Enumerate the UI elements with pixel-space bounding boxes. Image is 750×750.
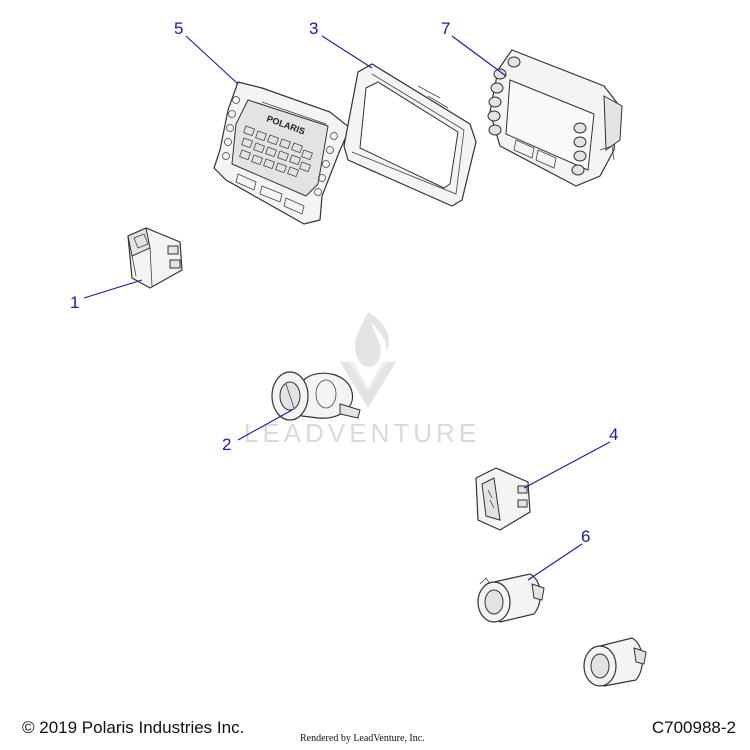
callout-6: 6: [581, 527, 590, 546]
callout-5: 5: [174, 19, 183, 38]
callouts: 5 3 7 1 2 4 6: [70, 19, 618, 546]
copyright-text: © 2019 Polaris Industries Inc.: [22, 718, 245, 737]
diagram-part-number: C700988-2: [651, 718, 736, 737]
watermark-text: LEADVENTURE: [244, 418, 480, 448]
rendered-by-text: Rendered by LeadVenture, Inc.: [300, 733, 425, 744]
leader-6: [527, 543, 583, 581]
callout-4: 4: [609, 425, 618, 444]
leader-7: [451, 35, 507, 77]
callout-2: 2: [222, 435, 231, 454]
part-7-display-module: [487, 49, 623, 187]
leader-2: [237, 409, 293, 441]
part-1-rocker-switch: [127, 227, 183, 289]
leader-3: [321, 35, 373, 69]
leader-4: [523, 441, 611, 489]
callout-3: 3: [309, 19, 318, 38]
callout-7: 7: [441, 19, 450, 38]
part-5-dash-panel: POLARIS: [213, 81, 351, 225]
part-3-bezel: [343, 63, 477, 207]
part-6-power-outlet: [477, 573, 545, 623]
leadventure-watermark: LEADVENTURE: [244, 312, 480, 448]
leader-lines: [83, 35, 611, 581]
part-2-ignition-switch: [271, 371, 361, 421]
leader-1: [83, 279, 143, 299]
callout-1: 1: [70, 293, 79, 312]
part-4-rocker-switch: [475, 467, 531, 531]
power-outlet-alternate: [583, 637, 647, 687]
leader-5: [185, 35, 239, 85]
